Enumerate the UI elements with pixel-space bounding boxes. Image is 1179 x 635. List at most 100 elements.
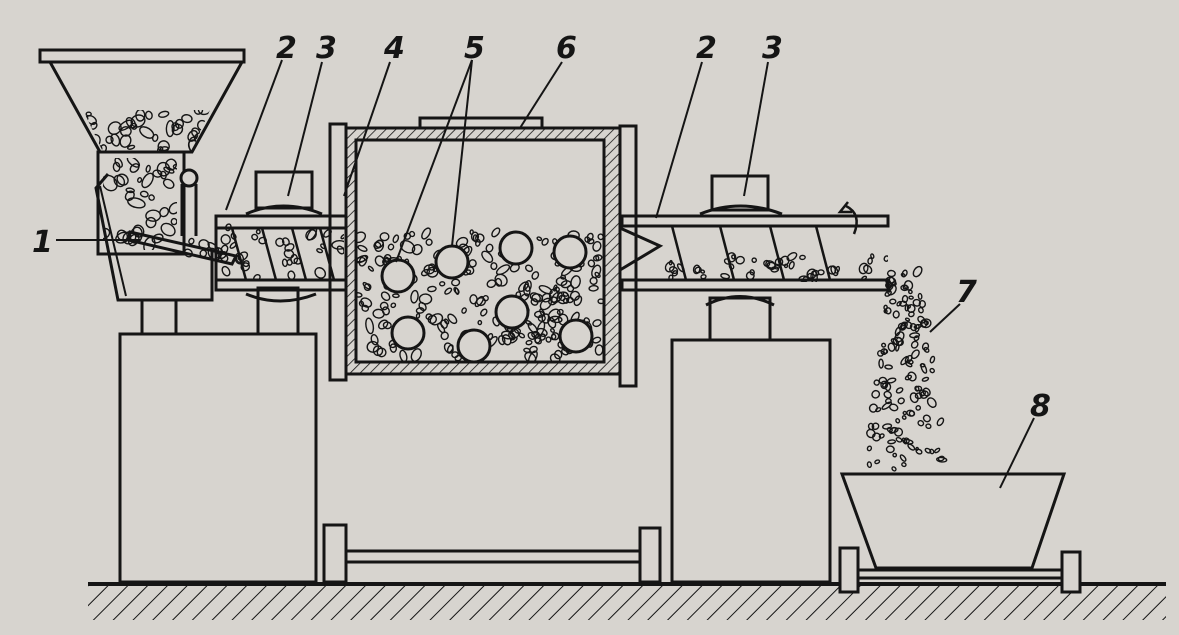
material-particle (500, 330, 514, 340)
material-particle (908, 295, 914, 300)
material-particle (443, 342, 454, 354)
material-particle (323, 229, 332, 238)
feed-hopper (38, 48, 246, 302)
material-particle (378, 319, 389, 330)
material-particle (917, 315, 926, 324)
material-particle (165, 158, 177, 171)
material-particle (451, 278, 461, 287)
material-particle (126, 158, 141, 168)
material-particle (907, 443, 916, 451)
material-particle (481, 250, 494, 264)
material-particle (861, 275, 868, 281)
material-particle (482, 295, 489, 302)
material-particle (878, 358, 884, 369)
material-particle (253, 274, 261, 280)
material-particle (159, 170, 167, 180)
material-particle (863, 264, 873, 275)
material-particle (168, 201, 177, 215)
material-particle (549, 328, 556, 333)
material-particle (929, 367, 935, 374)
material-particle (480, 308, 488, 317)
material-particle (145, 164, 151, 173)
material-particle (731, 254, 736, 260)
material-particle (144, 110, 153, 120)
material-particle (735, 255, 745, 265)
label-2-left: 2 (276, 31, 297, 66)
material-particle (389, 343, 398, 353)
material-particle (909, 332, 921, 339)
material-particle (873, 379, 880, 386)
material-particle (887, 342, 896, 352)
material-particle (866, 428, 876, 439)
material-particle (904, 354, 913, 364)
material-particle (171, 123, 184, 136)
material-particle (745, 271, 755, 281)
label-3-left: 3 (316, 31, 337, 66)
material-particle (425, 238, 433, 246)
material-particle (895, 387, 904, 394)
right-support-pedestal (670, 295, 832, 584)
material-particle (370, 334, 379, 346)
material-particle (783, 263, 789, 269)
label-4: 4 (383, 31, 405, 66)
material-particle (920, 318, 932, 329)
material-particle (410, 289, 419, 304)
material-particle (900, 321, 906, 327)
material-particle (287, 270, 296, 280)
label-8: 8 (1030, 389, 1051, 424)
material-particle (477, 319, 483, 326)
material-particle (110, 133, 121, 147)
material-particle (906, 304, 911, 309)
material-particle (137, 177, 143, 183)
material-particle (908, 410, 915, 417)
material-particle (451, 351, 459, 359)
material-particle (909, 392, 919, 404)
mill-drum (328, 116, 638, 388)
material-particle (372, 308, 385, 319)
material-particle (868, 403, 878, 413)
material-particle (403, 232, 412, 240)
material-particle (925, 423, 932, 430)
material-particle (881, 342, 887, 348)
material-particle (858, 262, 869, 275)
right-screw-trough (618, 174, 890, 292)
material-particle (415, 313, 421, 319)
material-particle (592, 240, 602, 252)
material-particle (316, 248, 324, 254)
material-particle (281, 258, 288, 268)
material-particle (174, 118, 185, 129)
material-particle (903, 280, 914, 291)
material-particle (356, 292, 363, 298)
material-particle (365, 317, 375, 335)
material-particle (536, 236, 543, 242)
material-particle (183, 248, 193, 258)
material-particle (751, 257, 757, 264)
material-particle (514, 327, 522, 334)
material-particle (917, 419, 925, 427)
material-particle (158, 110, 170, 118)
material-particle (444, 287, 453, 295)
material-particle (127, 197, 146, 209)
material-particle (382, 321, 392, 330)
grinding-ball (498, 230, 534, 266)
material-particle (788, 261, 795, 270)
material-particle (221, 265, 231, 277)
material-particle (766, 261, 777, 269)
material-particle (700, 274, 707, 280)
material-particle (116, 173, 129, 186)
material-particle (909, 323, 918, 332)
material-particle (237, 251, 249, 261)
material-particle (875, 407, 882, 413)
material-particle (145, 216, 157, 229)
material-particle (899, 300, 908, 307)
material-particle (534, 337, 542, 345)
material-particle (817, 269, 825, 276)
material-particle (159, 206, 170, 218)
material-particle (892, 452, 898, 458)
material-particle (491, 227, 501, 238)
material-particle (592, 319, 602, 328)
material-particle (376, 347, 387, 358)
label-6: 6 (556, 31, 577, 66)
material-particle (774, 257, 784, 267)
material-particle (570, 275, 581, 289)
